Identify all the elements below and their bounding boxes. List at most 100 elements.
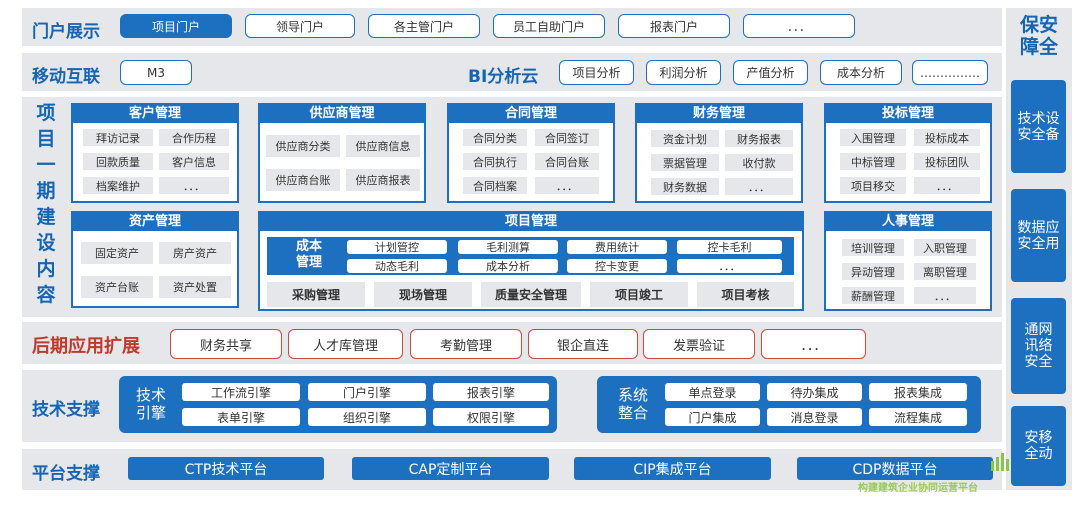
contract-item-more[interactable]: ．．． — [535, 177, 599, 194]
tech-title: 技术支撑 — [32, 400, 100, 420]
security-mobile[interactable]: 安移 全动 — [1011, 406, 1066, 486]
supplier-item[interactable]: 供应商信息 — [346, 135, 420, 157]
extension-item[interactable]: 发票验证 — [643, 329, 755, 359]
supplier-item[interactable]: 供应商台账 — [266, 169, 340, 191]
customer-item[interactable]: 客户信息 — [159, 153, 229, 170]
bidding-item-more[interactable]: ．．． — [914, 177, 980, 194]
cost-item[interactable]: 动态毛利 — [347, 259, 447, 273]
integration-item[interactable]: 消息登录 — [767, 408, 862, 426]
security-tech-equipment[interactable]: 技术设 安全备 — [1011, 80, 1066, 173]
extension-title: 后期应用扩展 — [32, 336, 140, 357]
engine-item[interactable]: 权限引擎 — [433, 408, 549, 426]
finance-item[interactable]: 资金计划 — [651, 130, 719, 147]
cost-item[interactable]: 毛利测算 — [458, 240, 558, 254]
customer-item[interactable]: 回款质量 — [83, 153, 153, 170]
project-bottom-item[interactable]: 现场管理 — [374, 282, 472, 307]
extension-item[interactable]: 人才库管理 — [288, 329, 403, 359]
bidding-item[interactable]: 项目移交 — [840, 177, 906, 194]
hr-module: 人事管理 培训管理 入职管理 异动管理 离职管理 薪酬管理 ．．． — [824, 211, 992, 311]
hr-item[interactable]: 培训管理 — [842, 239, 904, 256]
bidding-item[interactable]: 投标团队 — [914, 153, 980, 170]
cost-item-more[interactable]: ．．． — [677, 259, 782, 273]
contract-item[interactable]: 合同台账 — [535, 153, 599, 170]
platform-cip[interactable]: CIP集成平台 — [574, 457, 771, 480]
engine-item[interactable]: 组织引擎 — [308, 408, 426, 426]
supplier-module: 供应商管理 供应商分类 供应商信息 供应商台账 供应商报表 — [258, 103, 426, 203]
bidding-item[interactable]: 投标成本 — [914, 129, 980, 146]
finance-module-title: 财务管理 — [637, 105, 801, 123]
project-bottom-item[interactable]: 项目考核 — [697, 282, 794, 307]
integration-item[interactable]: 单点登录 — [665, 383, 760, 401]
engine-item[interactable]: 工作流引擎 — [182, 383, 300, 401]
project-bottom-item[interactable]: 采购管理 — [267, 282, 365, 307]
contract-item[interactable]: 合同档案 — [463, 177, 527, 194]
hr-item[interactable]: 离职管理 — [914, 263, 976, 280]
bidding-item[interactable]: 入围管理 — [840, 129, 906, 146]
portal-item-report[interactable]: 报表门户 — [618, 14, 730, 38]
bi-item-output[interactable]: 产值分析 — [733, 60, 808, 85]
finance-item[interactable]: 财务报表 — [725, 130, 793, 147]
cost-item[interactable]: 计划管控 — [347, 240, 447, 254]
asset-item[interactable]: 资产处置 — [159, 276, 231, 298]
bi-item-cost[interactable]: 成本分析 — [820, 60, 902, 85]
cost-management-label: 成本 管理 — [295, 239, 322, 270]
bi-item-more[interactable]: …………… — [912, 60, 988, 85]
cost-item[interactable]: 控卡毛利 — [677, 240, 782, 254]
hr-item[interactable]: 异动管理 — [842, 263, 904, 280]
supplier-item[interactable]: 供应商分类 — [266, 135, 340, 157]
platform-title: 平台支撑 — [32, 464, 100, 484]
engine-item[interactable]: 报表引擎 — [433, 383, 549, 401]
bi-title: BI分析云 — [468, 67, 539, 87]
platform-ctp[interactable]: CTP技术平台 — [128, 457, 324, 480]
finance-module: 财务管理 资金计划 财务报表 票据管理 收付款 财务数据 ．．． — [635, 103, 803, 203]
bidding-module-title: 投标管理 — [826, 105, 990, 123]
extension-item-more[interactable]: ．．． — [761, 329, 866, 359]
mobile-title: 移动互联 — [32, 67, 100, 87]
asset-item[interactable]: 资产台账 — [81, 276, 153, 298]
cost-item[interactable]: 控卡变更 — [567, 259, 667, 273]
finance-item[interactable]: 票据管理 — [651, 154, 719, 171]
extension-item[interactable]: 财务共享 — [170, 329, 282, 359]
hr-item[interactable]: 薪酬管理 — [842, 287, 904, 304]
integration-item[interactable]: 报表集成 — [869, 383, 967, 401]
portal-item-manager[interactable]: 各主管门户 — [368, 14, 480, 38]
finance-item[interactable]: 收付款 — [725, 154, 793, 171]
bi-item-profit[interactable]: 利润分析 — [646, 60, 721, 85]
finance-item[interactable]: 财务数据 — [651, 178, 719, 195]
customer-item-more[interactable]: ．．． — [159, 177, 229, 194]
finance-item-more[interactable]: ．．． — [725, 178, 793, 195]
project-bottom-item[interactable]: 质量安全管理 — [481, 282, 581, 307]
integration-item[interactable]: 流程集成 — [869, 408, 967, 426]
asset-item[interactable]: 房产资产 — [159, 242, 231, 264]
mobile-item-m3[interactable]: M3 — [120, 60, 192, 85]
contract-item[interactable]: 合同执行 — [463, 153, 527, 170]
engine-item[interactable]: 门户引擎 — [308, 383, 426, 401]
project-bottom-item[interactable]: 项目竣工 — [590, 282, 688, 307]
hr-item-more[interactable]: ．．． — [914, 287, 976, 304]
hr-item[interactable]: 入职管理 — [914, 239, 976, 256]
portal-item-more[interactable]: ．．． — [743, 14, 855, 38]
integration-item[interactable]: 门户集成 — [665, 408, 760, 426]
platform-cdp[interactable]: CDP数据平台 — [797, 457, 993, 480]
engine-item[interactable]: 表单引擎 — [182, 408, 300, 426]
integration-item[interactable]: 待办集成 — [767, 383, 862, 401]
bi-item-project[interactable]: 项目分析 — [559, 60, 634, 85]
customer-item[interactable]: 档案维护 — [83, 177, 153, 194]
cost-item[interactable]: 成本分析 — [458, 259, 558, 273]
portal-item-project[interactable]: 项目门户 — [120, 14, 232, 38]
platform-cap[interactable]: CAP定制平台 — [352, 457, 549, 480]
portal-item-leader[interactable]: 领导门户 — [245, 14, 355, 38]
supplier-item[interactable]: 供应商报表 — [346, 169, 420, 191]
contract-item[interactable]: 合同签订 — [535, 129, 599, 146]
customer-item[interactable]: 拜访记录 — [83, 129, 153, 146]
bidding-item[interactable]: 中标管理 — [840, 153, 906, 170]
security-network-communication[interactable]: 通网 讯络 安全 — [1011, 298, 1066, 394]
asset-item[interactable]: 固定资产 — [81, 242, 153, 264]
extension-item[interactable]: 考勤管理 — [410, 329, 522, 359]
cost-item[interactable]: 费用统计 — [567, 240, 667, 254]
portal-item-employee[interactable]: 员工自助门户 — [493, 14, 605, 38]
customer-item[interactable]: 合作历程 — [159, 129, 229, 146]
contract-item[interactable]: 合同分类 — [463, 129, 527, 146]
security-data-application[interactable]: 数据应 安全用 — [1011, 189, 1066, 282]
extension-item[interactable]: 银企直连 — [528, 329, 638, 359]
